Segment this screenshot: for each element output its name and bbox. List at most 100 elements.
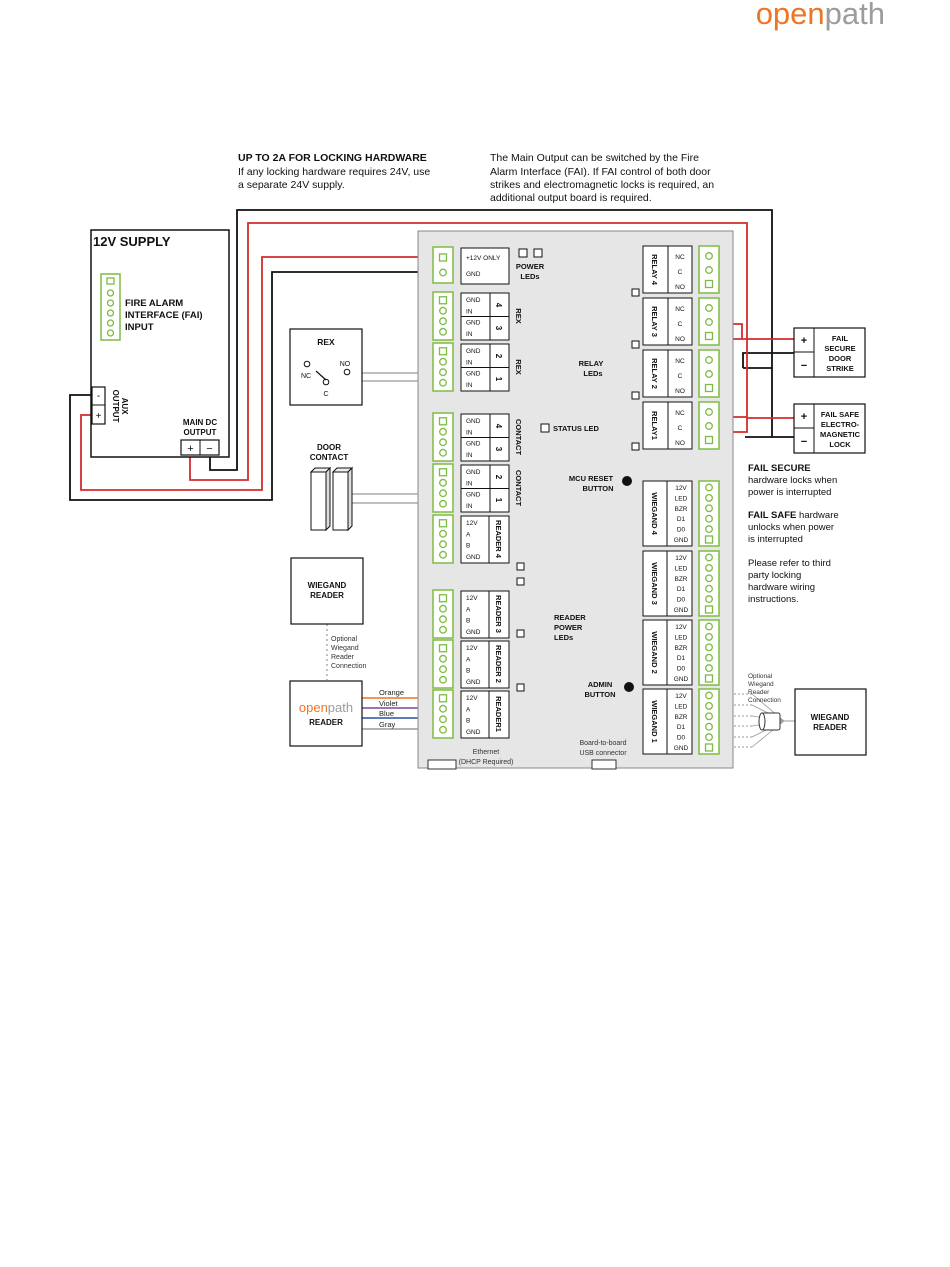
terminal-square-hole	[438, 417, 448, 426]
terminal-square-hole	[438, 694, 448, 703]
svg-text:AUX: AUX	[120, 398, 129, 416]
wiegand-pin-label: GND	[674, 676, 689, 683]
contact-block-label: CONTACT	[514, 419, 523, 456]
usb-port	[591, 759, 617, 770]
fail-secure-note-title: FAIL SECURE	[748, 463, 811, 474]
relay-terminal	[698, 297, 720, 346]
reader-terminal	[432, 514, 454, 564]
refer-note: hardware wiring	[748, 582, 815, 593]
reader-pin-label: B	[466, 618, 470, 625]
optional-left-note: Optional	[331, 636, 358, 643]
reader-pin-label: A	[466, 706, 471, 713]
terminal-pin-label: GND	[466, 348, 481, 355]
terminal-pin-label: GND	[466, 371, 481, 378]
rex-c-contact	[322, 378, 330, 386]
admin-button-label: BUTTON	[584, 690, 615, 699]
usb-label: USB connector	[579, 750, 627, 757]
reader-block-label: READER1	[494, 696, 503, 732]
aux-output-label: AUX OUTPUT	[111, 390, 129, 423]
svg-text:MAGNETIC: MAGNETIC	[820, 430, 861, 439]
relay-pin-label: NC	[675, 358, 685, 365]
terminal-square-hole	[438, 644, 448, 653]
wiegand-pin-label: 12V	[675, 624, 687, 631]
wiegand-pin-label: D0	[677, 527, 686, 534]
ethernet-label: (DHCP Required)	[459, 759, 514, 766]
usb-label: Board-to-board	[579, 740, 626, 747]
cable-gland	[758, 712, 781, 731]
power-12v-label: +12V ONLY	[466, 255, 501, 262]
svg-text:DOOR: DOOR	[829, 354, 852, 363]
power-input-terminal	[432, 246, 454, 284]
relay-led	[631, 391, 640, 400]
admin-button-label: ADMIN	[588, 680, 613, 689]
reader-pin-label: A	[466, 531, 471, 538]
wiegand-label: WIEGAND 1	[650, 700, 659, 743]
openpath-reader-logo: openpath	[299, 700, 353, 715]
left-terminal-blocks	[432, 246, 454, 739]
terminal-round-hole	[439, 654, 447, 663]
wiegand-pin-label: D1	[677, 655, 686, 662]
block-number: 1	[494, 377, 503, 382]
optional-right-note: Optional	[748, 673, 773, 680]
relay-leds-label: RELAY	[579, 359, 604, 368]
wire-label-gray: Gray	[379, 720, 396, 729]
power-led-2	[533, 248, 543, 258]
optional-left-note: Wiegand	[331, 645, 359, 652]
svg-text:LOCK: LOCK	[829, 440, 851, 449]
relay-label: RELAY 2	[650, 358, 659, 389]
rex-block-label: REX	[514, 359, 523, 374]
ethernet-port	[427, 759, 457, 770]
terminal-square-hole	[438, 468, 448, 477]
terminal-round-hole	[439, 478, 447, 487]
main-dc-label: MAIN DC	[183, 418, 217, 427]
terminal-round-hole	[439, 268, 447, 277]
terminal-pin-label: GND	[466, 469, 481, 476]
wiegand-pin-label: LED	[675, 495, 688, 502]
terminal-pin-label: IN	[466, 331, 473, 338]
wiegand-terminal	[698, 619, 720, 686]
reader-pin-label: 12V	[466, 595, 478, 602]
terminal-round-hole	[439, 550, 447, 559]
reader-pin-label: B	[466, 543, 470, 550]
reader-pin-label: GND	[466, 554, 481, 561]
optional-left-note: Reader	[331, 654, 355, 661]
ethernet-label: Ethernet	[473, 749, 500, 756]
terminal-square-hole	[438, 519, 448, 528]
terminal-pin-label: GND	[466, 297, 481, 304]
reader-block-label: READER 2	[494, 645, 503, 683]
terminal-round-hole	[439, 368, 447, 377]
wiegand-pin-label: BZR	[675, 576, 688, 583]
reader-power-led	[516, 577, 525, 586]
reader-power-leds-label: READER	[554, 613, 586, 622]
terminal-square-hole	[438, 347, 448, 356]
terminal-pin-label: IN	[466, 429, 473, 436]
reader-pin-label: 12V	[466, 695, 478, 702]
reader-power-led	[516, 629, 525, 638]
mcu-reset-label: MCU RESET	[569, 474, 614, 483]
main-dc-minus: −	[206, 443, 212, 455]
status-led-label: STATUS LED	[553, 424, 600, 433]
mcu-reset-button[interactable]	[622, 476, 632, 486]
terminal-pin-label: GND	[466, 418, 481, 425]
reader-pin-label: GND	[466, 629, 481, 636]
power-leds-label: LEDs	[520, 272, 539, 281]
reader-pin-label: A	[466, 606, 471, 613]
terminal-pin-label: IN	[466, 359, 473, 366]
wiegand-pin-label: GND	[674, 537, 689, 544]
power-gnd-label: GND	[466, 271, 481, 278]
contact-terminal	[432, 412, 454, 462]
admin-button[interactable]	[624, 682, 634, 692]
block-number: 2	[494, 354, 503, 359]
reader-power-leds-label: LEDs	[554, 633, 573, 642]
reader-pin-label: B	[466, 668, 470, 675]
rex-nc-label: NC	[301, 373, 311, 380]
